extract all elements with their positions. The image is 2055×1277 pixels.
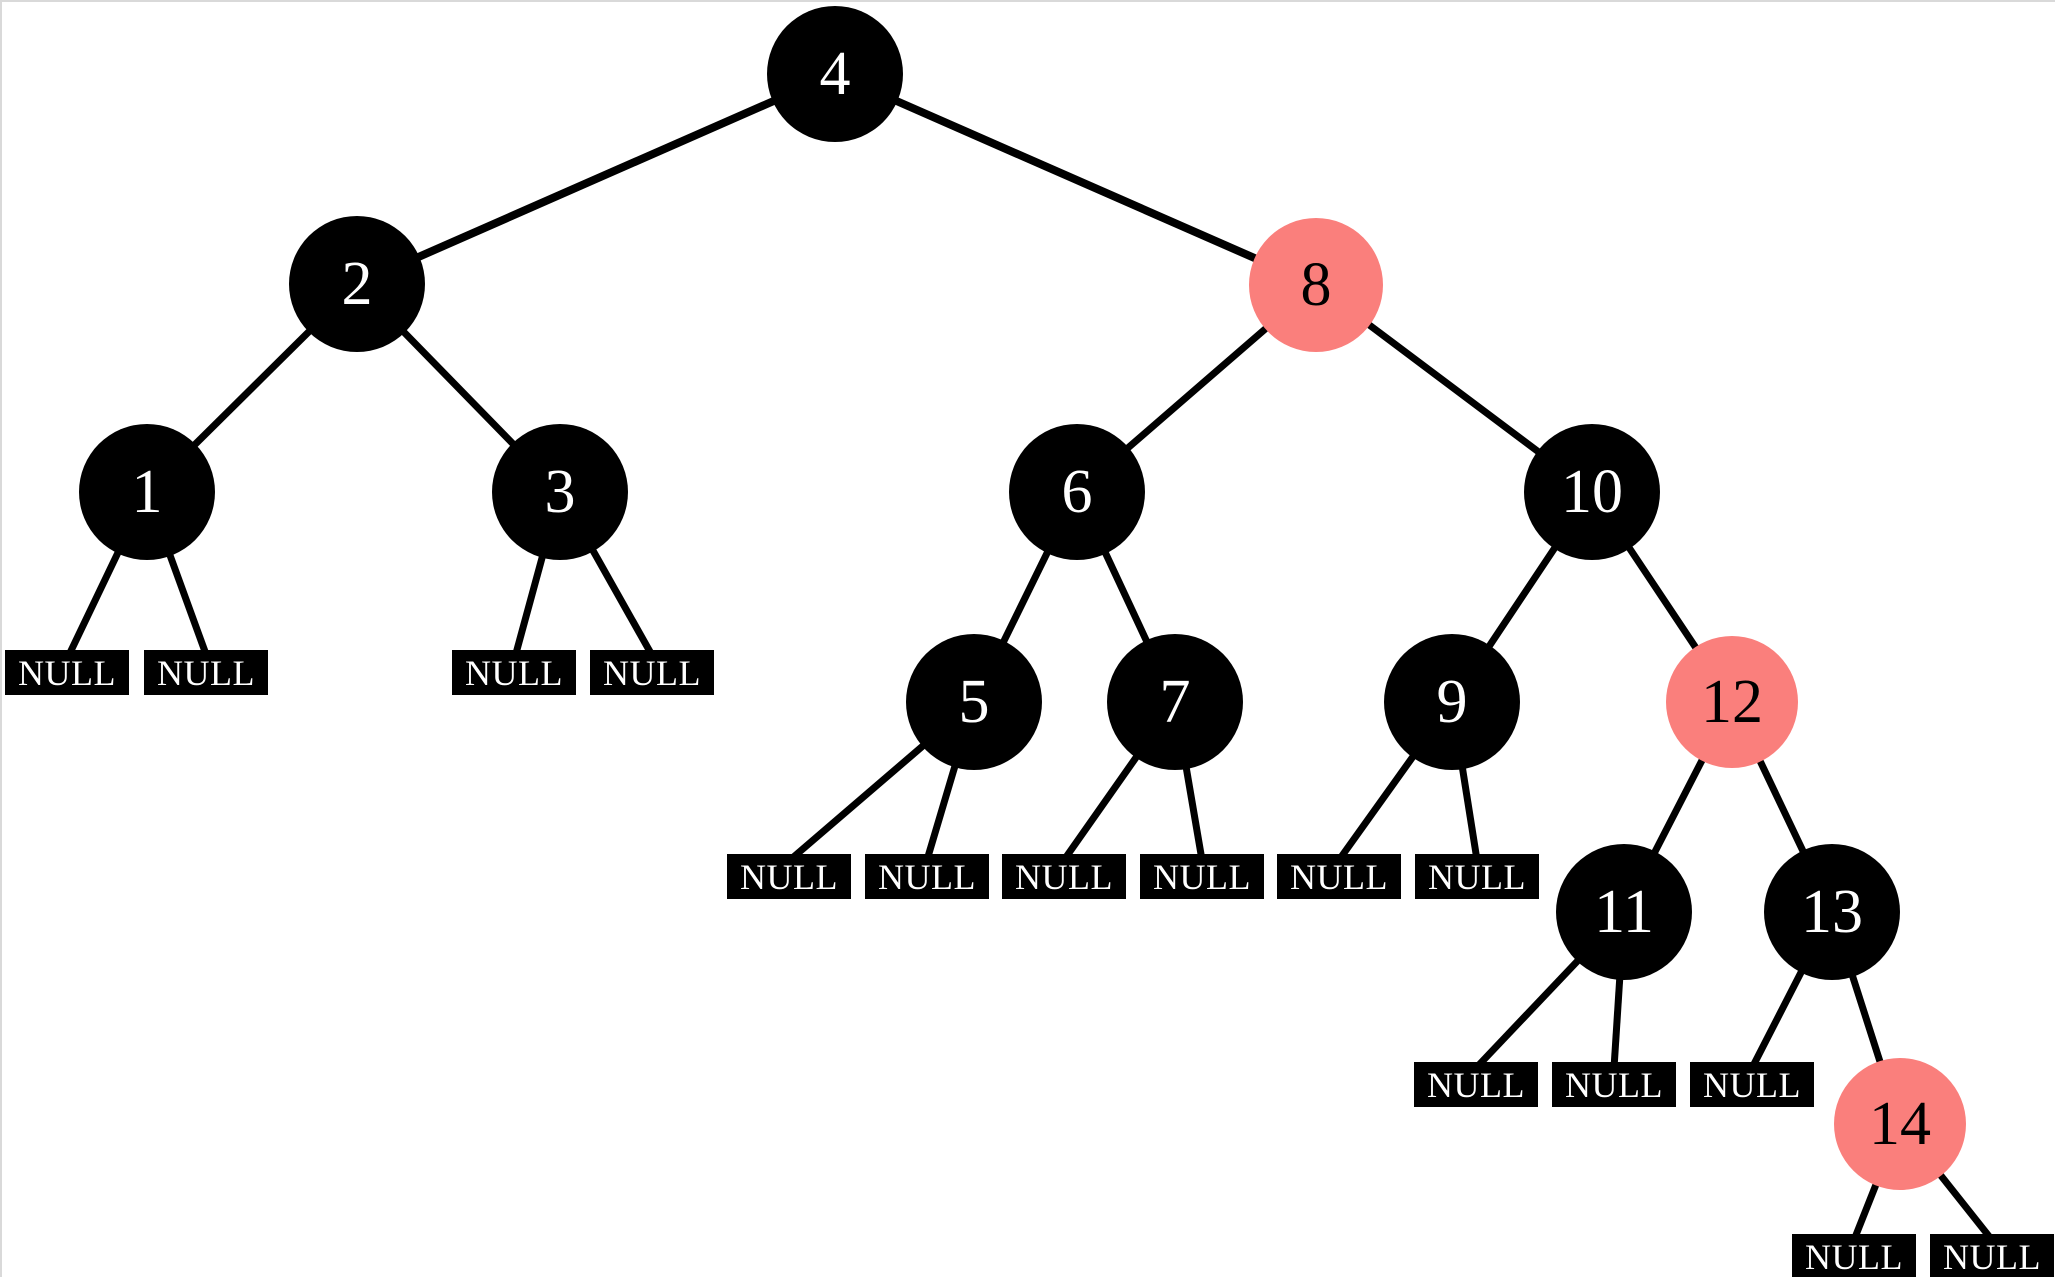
- tree-node-9[interactable]: 9: [1384, 634, 1520, 770]
- null-leaf: NULL: [1552, 1062, 1676, 1107]
- null-leaf: NULL: [1140, 854, 1264, 899]
- tree-node-7[interactable]: 7: [1107, 634, 1243, 770]
- tree-node-8[interactable]: 8: [1249, 218, 1383, 352]
- null-leaf: NULL: [1415, 854, 1539, 899]
- tree-edge: [833, 70, 1318, 289]
- null-leaf: NULL: [865, 854, 989, 899]
- tree-edge: [355, 70, 837, 288]
- null-leaf: NULL: [1002, 854, 1126, 899]
- tree-node-14[interactable]: 14: [1834, 1058, 1966, 1190]
- null-leaf: NULL: [1792, 1234, 1916, 1277]
- null-leaf: NULL: [590, 650, 714, 695]
- tree-node-10[interactable]: 10: [1524, 424, 1660, 560]
- null-leaf: NULL: [1414, 1062, 1538, 1107]
- tree-node-1[interactable]: 1: [79, 424, 215, 560]
- tree-node-11[interactable]: 11: [1556, 844, 1692, 980]
- null-leaf: NULL: [5, 650, 129, 695]
- tree-node-3[interactable]: 3: [492, 424, 628, 560]
- tree-node-4[interactable]: 4: [767, 6, 903, 142]
- tree-node-13[interactable]: 13: [1764, 844, 1900, 980]
- tree-node-2[interactable]: 2: [289, 216, 425, 352]
- null-leaf: NULL: [452, 650, 576, 695]
- null-leaf: NULL: [1277, 854, 1401, 899]
- null-leaf: NULL: [1930, 1234, 2054, 1277]
- tree-node-6[interactable]: 6: [1009, 424, 1145, 560]
- tree-node-5[interactable]: 5: [906, 634, 1042, 770]
- null-leaf: NULL: [1690, 1062, 1814, 1107]
- null-leaf: NULL: [727, 854, 851, 899]
- null-leaf: NULL: [144, 650, 268, 695]
- tree-node-12[interactable]: 12: [1666, 636, 1798, 768]
